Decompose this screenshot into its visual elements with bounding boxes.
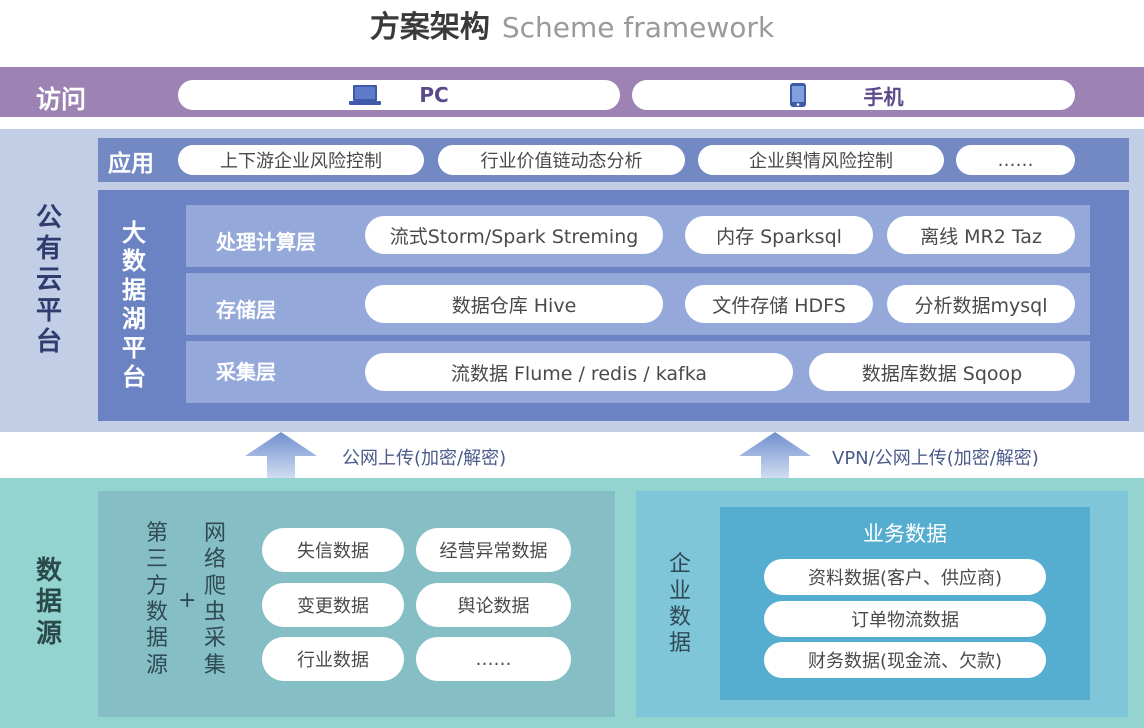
vertical-char: 台 <box>35 327 62 358</box>
access-label: 访问 <box>36 85 87 114</box>
vertical-char: 虫 <box>203 600 226 625</box>
vertical-char: 公 <box>35 202 62 233</box>
vertical-char: 源 <box>145 652 168 678</box>
vertical-char: 络 <box>203 547 226 573</box>
vertical-char: 数 <box>122 247 146 276</box>
page-title: 方案架构 Scheme framework <box>0 2 1144 46</box>
source-item: 失信数据 <box>262 528 404 572</box>
vpn-upload-label: VPN/公网上传(加密/解密) <box>832 448 1039 469</box>
vertical-char: 方 <box>145 573 168 599</box>
vertical-char: 湖 <box>122 305 146 333</box>
vertical-char: 平 <box>35 296 62 327</box>
vertical-char: 网 <box>203 520 226 546</box>
title-en: Scheme framework <box>501 11 775 44</box>
app-item: …… <box>956 145 1075 175</box>
mobile-access-pill: 手机 <box>632 80 1075 110</box>
vertical-char: 数 <box>35 556 62 587</box>
pc-access-pill: PC <box>178 80 620 110</box>
vertical-char: 据 <box>668 631 691 657</box>
app-item: 企业舆情风险控制 <box>698 145 944 175</box>
laptop-icon <box>349 85 381 105</box>
collect-item: 流数据 Flume / redis / kafka <box>365 353 793 391</box>
vertical-char: 据 <box>145 626 168 652</box>
data-source-label: 数据源 <box>24 478 74 728</box>
public-upload-label: 公网上传(加密/解密) <box>342 448 507 469</box>
source-item: 舆论数据 <box>416 583 571 627</box>
vertical-char: 据 <box>122 276 146 305</box>
storage-item: 文件存储 HDFS <box>685 285 873 323</box>
business-item: 订单物流数据 <box>764 601 1046 637</box>
application-label: 应用 <box>108 151 154 177</box>
business-item: 财务数据(现金流、欠款) <box>764 642 1046 678</box>
phone-icon <box>790 83 806 107</box>
cloud-label: 公有云平台 <box>24 129 74 432</box>
source-item: 变更数据 <box>262 583 404 627</box>
business-data-title: 业务数据 <box>863 522 947 546</box>
vertical-char: 台 <box>122 362 146 391</box>
vertical-char: 数 <box>145 600 168 625</box>
storage-item: 数据仓库 Hive <box>365 285 663 323</box>
vertical-char: 据 <box>35 587 62 618</box>
vertical-char: 三 <box>145 547 168 573</box>
app-item: 上下游企业风险控制 <box>178 145 424 175</box>
vertical-char: 集 <box>203 652 226 678</box>
vertical-char: 业 <box>668 578 691 604</box>
storage-layer-label: 存储层 <box>216 298 276 322</box>
vertical-char: 平 <box>122 333 146 362</box>
source-item: …… <box>416 637 571 681</box>
vertical-char: 第 <box>145 520 168 546</box>
vertical-char: 大 <box>122 218 146 247</box>
collect-item: 数据库数据 Sqoop <box>809 353 1075 391</box>
compute-item: 离线 MR2 Taz <box>887 216 1075 254</box>
business-item: 资料数据(客户、供应商) <box>764 559 1046 595</box>
vertical-char: 有 <box>35 233 62 264</box>
vertical-char: 爬 <box>203 573 226 599</box>
compute-item: 内存 Sparksql <box>685 216 873 254</box>
compute-layer-label: 处理计算层 <box>216 230 316 254</box>
vertical-char: 云 <box>35 264 62 295</box>
third-party-label: 第三方数据源 <box>140 520 174 680</box>
storage-item: 分析数据mysql <box>887 285 1075 323</box>
vertical-char: 数 <box>668 605 691 630</box>
mobile-label: 手机 <box>863 84 904 109</box>
collect-layer-label: 采集层 <box>216 360 276 384</box>
vertical-char: 企 <box>668 552 691 578</box>
upload-arrow-icon <box>739 432 811 488</box>
source-item: 行业数据 <box>262 637 404 681</box>
vertical-char: 源 <box>35 618 62 649</box>
data-lake-label: 大数据湖平台 <box>112 195 156 415</box>
vertical-char: 采 <box>203 626 226 652</box>
title-cn: 方案架构 <box>369 10 490 45</box>
app-item: 行业价值链动态分析 <box>438 145 685 175</box>
enterprise-label: 企业数据 <box>662 540 698 670</box>
pc-label: PC <box>419 83 449 107</box>
upload-arrow-icon <box>245 432 317 488</box>
compute-item: 流式Storm/Spark Streming <box>365 216 663 254</box>
crawler-label: 网络爬虫采集 <box>198 520 232 680</box>
plus-sign: + <box>178 588 197 613</box>
source-item: 经营异常数据 <box>416 528 571 572</box>
